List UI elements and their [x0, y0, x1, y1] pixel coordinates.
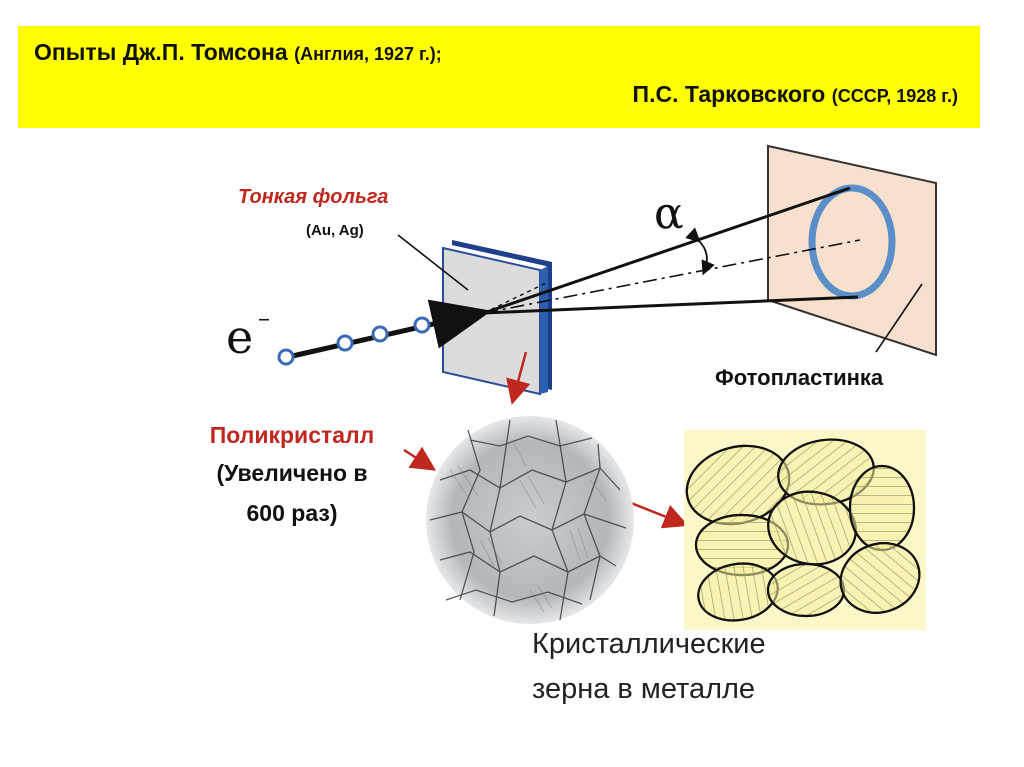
electron-charge-superscript: – [258, 304, 270, 332]
electron [338, 336, 352, 350]
grains-caption-1: Кристаллические [532, 628, 766, 661]
magnification-label-2: 600 раз) [160, 500, 424, 527]
polycrystal-label: Поликристалл [160, 422, 424, 449]
photoplate-label: Фотопластинка [715, 365, 883, 391]
angle-symbol: α [654, 188, 684, 239]
crystal-grains-illustration [678, 430, 929, 630]
electron [373, 327, 387, 341]
electron-symbol: e [226, 310, 253, 364]
foil-material-label: (Au, Ag) [306, 222, 364, 239]
electron [415, 318, 429, 332]
grains-caption-2: зерна в металле [532, 673, 755, 706]
photoplate [768, 146, 936, 355]
polycrystal-micrograph [426, 416, 634, 624]
angle-arc [698, 240, 707, 272]
foil-label: Тонкая фольга [238, 186, 388, 209]
electron [279, 350, 293, 364]
magnification-label-1: (Увеличено в [160, 460, 424, 487]
